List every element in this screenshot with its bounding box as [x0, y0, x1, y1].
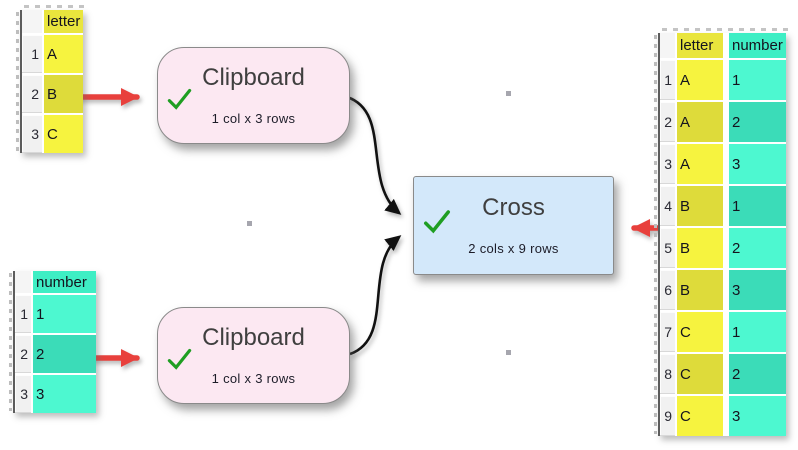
node-clipboard-bottom[interactable]: Clipboard 1 col x 3 rows	[157, 307, 350, 404]
table-cell: 2	[725, 228, 786, 268]
row-number: 6	[660, 270, 675, 310]
connector-clipboard-top-to-cross	[346, 95, 402, 215]
node-dimensions: 1 col x 3 rows	[211, 111, 296, 126]
table-cell: A	[677, 60, 723, 100]
node-cross[interactable]: Cross 2 cols x 9 rows	[413, 176, 614, 275]
table-cell: B	[44, 75, 83, 113]
row-number: 5	[660, 228, 675, 268]
row-number: 2	[15, 335, 31, 373]
row-number: 3	[660, 144, 675, 184]
row-number: 3	[22, 115, 42, 153]
table-cell: 3	[725, 270, 786, 310]
row-number: 7	[660, 312, 675, 352]
row-number: 2	[22, 75, 42, 113]
node-dimensions: 1 col x 3 rows	[211, 371, 296, 386]
node-clipboard-top[interactable]: Clipboard 1 col x 3 rows	[157, 47, 350, 144]
node-title: Clipboard	[202, 324, 305, 351]
row-number: 2	[660, 102, 675, 142]
table-cell: 1	[725, 186, 786, 226]
row-number: 1	[22, 35, 42, 73]
connector-clipboard-bottom-to-cross	[349, 235, 402, 356]
row-number: 1	[15, 295, 31, 333]
table-corner	[660, 33, 675, 58]
table-cell: C	[677, 354, 723, 394]
table-cell: C	[44, 115, 83, 153]
row-number: 4	[660, 186, 675, 226]
table-cell: 1	[33, 295, 96, 333]
column-header-letter: letter	[677, 33, 723, 58]
table-cell: 3	[33, 375, 96, 413]
canvas-grid-dot	[247, 221, 252, 226]
row-number: 9	[660, 396, 675, 436]
table-cell: A	[44, 35, 83, 73]
node-title: Clipboard	[202, 64, 305, 91]
column-header-letter: letter	[44, 10, 83, 33]
row-number: 3	[15, 375, 31, 413]
table-corner	[22, 10, 42, 33]
table-cell: 1	[725, 60, 786, 100]
table-cell: B	[677, 270, 723, 310]
success-check-icon	[424, 210, 450, 234]
table-cell: B	[677, 228, 723, 268]
table-cell: 3	[725, 144, 786, 184]
success-check-icon	[167, 348, 192, 370]
table-cell: A	[677, 144, 723, 184]
table-cell: C	[677, 396, 723, 436]
node-title: Cross	[482, 194, 545, 221]
table-cell: C	[677, 312, 723, 352]
canvas-grid-dot	[506, 91, 511, 96]
row-number: 1	[660, 60, 675, 100]
table-cell: B	[677, 186, 723, 226]
row-number: 8	[660, 354, 675, 394]
column-header-number: number	[33, 271, 96, 293]
table-cell: 2	[725, 354, 786, 394]
table-cell: A	[677, 102, 723, 142]
source-table-letter: letter 1 A 2 B 3 C	[16, 5, 87, 153]
column-header-number: number	[725, 33, 786, 58]
canvas-grid-dot	[506, 350, 511, 355]
table-cell: 2	[725, 102, 786, 142]
result-table-cross: letter number 1 A 1 2 A 2 3 A 3 4 B 1 5 …	[654, 28, 790, 436]
node-dimensions: 2 cols x 9 rows	[468, 241, 559, 256]
source-table-number: number 1 1 2 2 3 3	[9, 271, 96, 413]
table-cell: 2	[33, 335, 96, 373]
table-cell: 1	[725, 312, 786, 352]
table-corner	[15, 271, 31, 293]
table-cell: 3	[725, 396, 786, 436]
success-check-icon	[167, 88, 192, 110]
